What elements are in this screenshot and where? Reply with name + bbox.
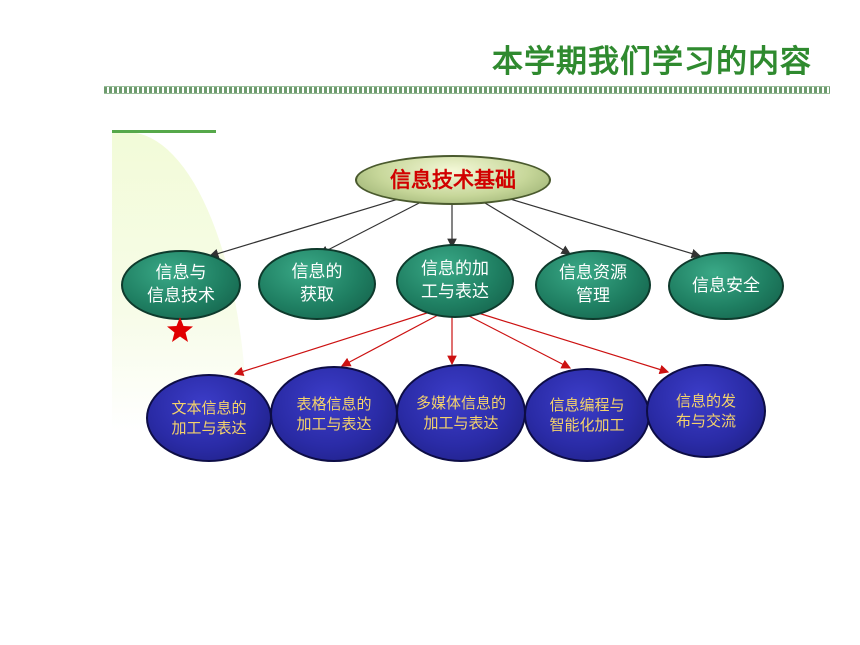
subtopic-label: 信息的发 布与交流 (675, 391, 736, 430)
root-node-label: 信息技术基础 (390, 166, 516, 192)
subtopic-node-text-processing: 文本信息的 加工与表达 (146, 374, 272, 462)
arrow-root-to-topic-4 (479, 199, 572, 255)
decorative-bar (112, 130, 216, 133)
subtopic-label: 信息编程与 智能化加工 (549, 395, 625, 434)
page-title: 本学期我们学习的内容 (492, 44, 812, 80)
title-divider (104, 86, 830, 94)
arrow-root-to-topic-2 (318, 199, 426, 255)
subtopic-node-multimedia-processing: 多媒体信息的 加工与表达 (396, 364, 526, 462)
arrow-topic3-to-sub-5 (474, 311, 670, 375)
subtopic-node-table-processing: 表格信息的 加工与表达 (270, 366, 398, 462)
topic-node-info-acquisition: 信息的 获取 (258, 248, 376, 320)
subtopic-node-publishing-and-exchange: 信息的发 布与交流 (646, 364, 766, 458)
arrow-topic3-to-sub-4 (464, 313, 572, 369)
topic-node-info-security: 信息安全 (668, 252, 784, 320)
topic-node-info-resource-management: 信息资源 管理 (535, 250, 651, 320)
arrow-root-to-topic-1 (208, 196, 406, 259)
subtopic-node-programming-and-ai: 信息编程与 智能化加工 (524, 368, 650, 462)
topic-label: 信息的 获取 (291, 262, 343, 305)
arrow-topic3-to-sub-2 (340, 313, 441, 367)
topic-label: 信息与 信息技术 (147, 263, 215, 306)
subtopic-label: 表格信息的 加工与表达 (296, 394, 372, 433)
topic-label: 信息安全 (692, 275, 760, 296)
subtopic-label: 文本信息的 加工与表达 (171, 398, 247, 437)
topic-label: 信息的加 工与表达 (421, 259, 489, 302)
root-node: 信息技术基础 (355, 155, 551, 205)
arrow-root-to-topic-5 (499, 195, 702, 259)
subtopic-label: 多媒体信息的 加工与表达 (415, 393, 506, 432)
arrow-topic3-to-sub-1 (233, 311, 431, 377)
topic-node-info-processing: 信息的加 工与表达 (396, 244, 514, 318)
topic-node-info-and-it: 信息与 信息技术 (121, 250, 241, 320)
star-icon (167, 317, 193, 342)
topic-label: 信息资源 管理 (559, 263, 627, 306)
